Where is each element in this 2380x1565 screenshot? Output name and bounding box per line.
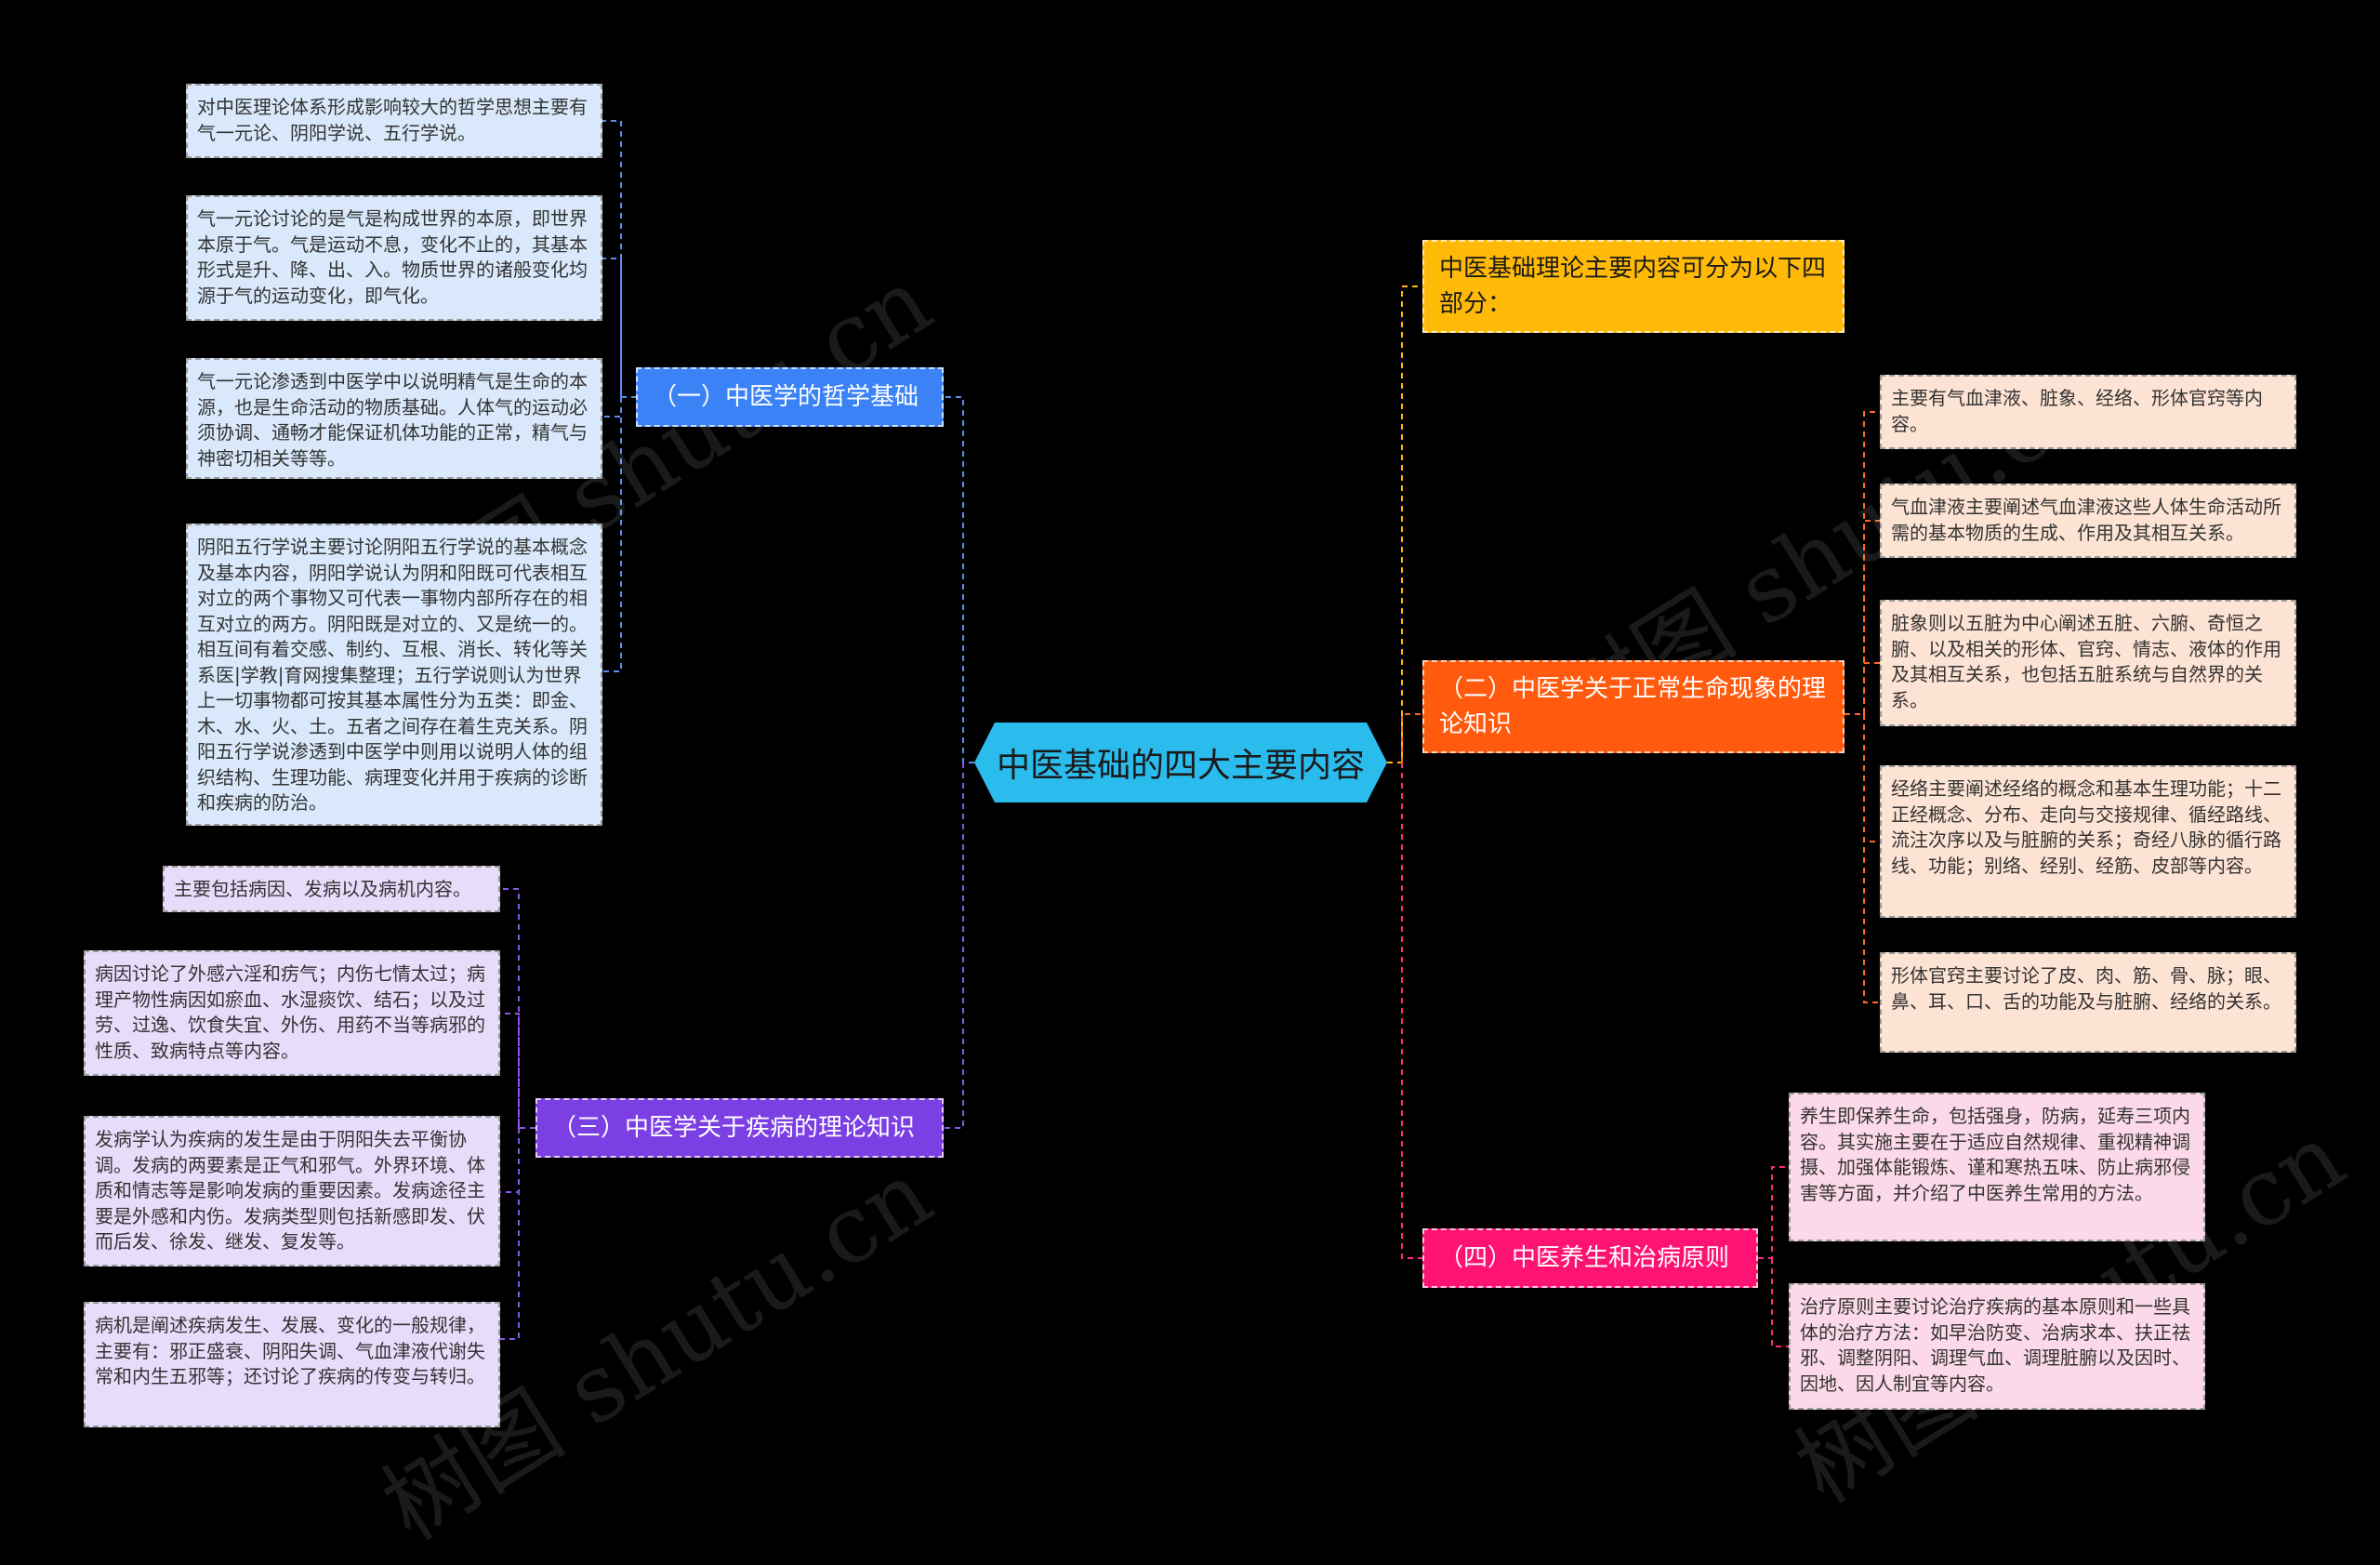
leaf-life-1[interactable]: 主要有气血津液、脏象、经络、形体官窍等内容。 (1880, 375, 2296, 449)
leaf-life-3[interactable]: 脏象则以五脏为中心阐述五脏、六腑、奇恒之腑、以及相关的形体、官窍、情志、液体的作… (1880, 600, 2296, 726)
root-node[interactable]: 中医基础的四大主要内容 (974, 723, 1387, 802)
branch-philosophy[interactable]: （一）中医学的哲学基础 (636, 367, 944, 427)
leaf-philosophy-4[interactable]: 阴阳五行学说主要讨论阴阳五行学说的基本概念及基本内容，阴阳学说认为阴和阳既可代表… (186, 524, 602, 826)
leaf-disease-1[interactable]: 主要包括病因、发病以及病机内容。 (163, 866, 500, 912)
intro-node[interactable]: 中医基础理论主要内容可分为以下四部分： (1422, 240, 1844, 333)
leaf-disease-3[interactable]: 发病学认为疾病的发生是由于阴阳失去平衡协调。发病的两要素是正气和邪气。外界环境、… (84, 1116, 500, 1267)
leaf-life-5[interactable]: 形体官窍主要讨论了皮、肉、筋、骨、脉；眼、鼻、耳、口、舌的功能及与脏腑、经络的关… (1880, 952, 2296, 1053)
branch-disease-theory[interactable]: （三）中医学关于疾病的理论知识 (536, 1098, 944, 1158)
leaf-life-2[interactable]: 气血津液主要阐述气血津液这些人体生命活动所需的基本物质的生成、作用及其相互关系。 (1880, 484, 2296, 558)
connector-lines (500, 120, 1880, 1347)
branch-health-treatment[interactable]: （四）中医养生和治病原则 (1422, 1228, 1758, 1288)
leaf-disease-4[interactable]: 病机是阐述疾病发生、发展、变化的一般规律，主要有：邪正盛衰、阴阳失调、气血津液代… (84, 1302, 500, 1427)
leaf-disease-2[interactable]: 病因讨论了外感六淫和疠气；内伤七情太过；病理产物性病因如瘀血、水湿痰饮、结石；以… (84, 950, 500, 1076)
branch-life-phenomena[interactable]: （二）中医学关于正常生命现象的理论知识 (1422, 660, 1844, 753)
leaf-philosophy-2[interactable]: 气一元论讨论的是气是构成世界的本原，即世界本原于气。气是运动不息，变化不止的，其… (186, 195, 602, 321)
leaf-philosophy-3[interactable]: 气一元论渗透到中医学中以说明精气是生命的本源，也是生命活动的物质基础。人体气的运… (186, 358, 602, 479)
leaf-health-1[interactable]: 养生即保养生命，包括强身，防病，延寿三项内容。其实施主要在于适应自然规律、重视精… (1789, 1093, 2205, 1241)
leaf-health-2[interactable]: 治疗原则主要讨论治疗疾病的基本原则和一些具体的治疗方法：如早治防变、治病求本、扶… (1789, 1283, 2205, 1410)
leaf-philosophy-1[interactable]: 对中医理论体系形成影响较大的哲学思想主要有气一元论、阴阳学说、五行学说。 (186, 84, 602, 158)
leaf-life-4[interactable]: 经络主要阐述经络的概念和基本生理功能；十二正经概念、分布、走向与交接规律、循经路… (1880, 765, 2296, 918)
